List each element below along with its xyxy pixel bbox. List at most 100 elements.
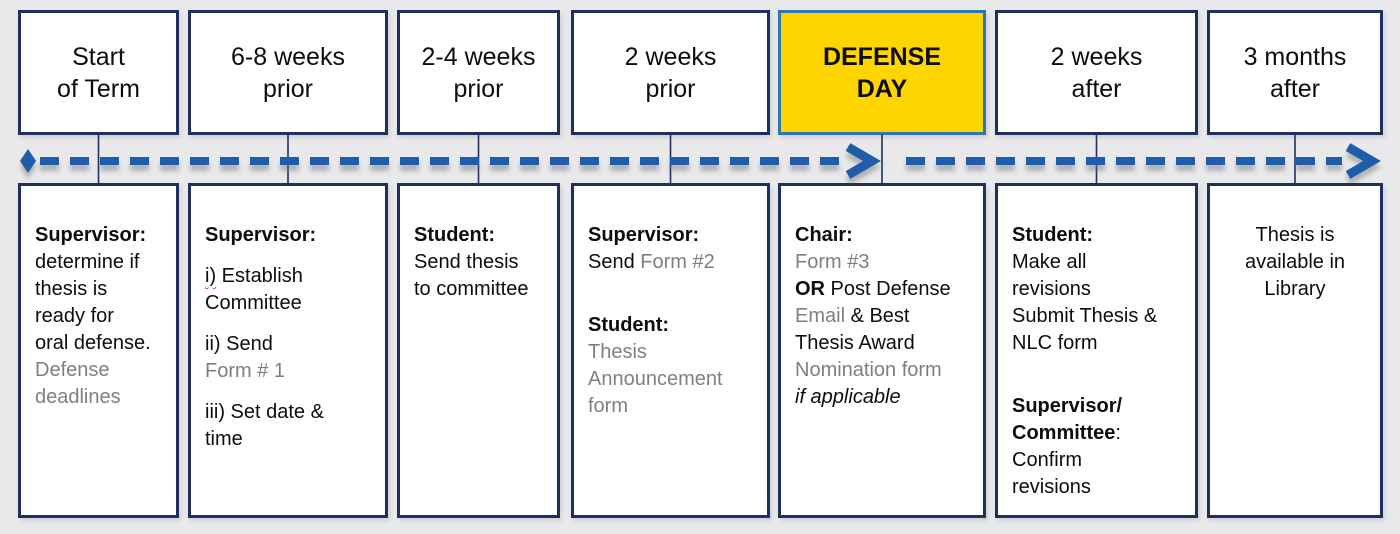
stage-header-label: prior <box>262 74 313 103</box>
text-run: ready for <box>35 305 114 327</box>
text-line: Student: <box>414 222 545 249</box>
text-line: revisions <box>1012 474 1183 501</box>
text-line: Supervisor: <box>35 222 164 249</box>
text-run: Establish <box>216 265 303 287</box>
text-run: i) <box>205 265 217 287</box>
timeline-arrow <box>20 143 1381 179</box>
stage-body-3-months-after: Thesis is available in Library <box>1207 183 1383 518</box>
text-run: Supervisor: <box>35 224 147 246</box>
text-run: Supervisor: <box>588 224 700 246</box>
text-run: Form #3 <box>795 251 870 273</box>
text-run: Committee <box>205 292 302 314</box>
text-run: Send thesis <box>414 251 519 273</box>
text-line: Submit Thesis & <box>1012 303 1183 330</box>
text-run: if applicable <box>795 386 901 408</box>
stage-header-6-8-weeks-prior: 6-8 weeks prior <box>188 10 388 135</box>
text-run: Make all <box>1012 251 1087 273</box>
text-run: revisions <box>1012 476 1091 498</box>
text-line: Form #3 <box>795 249 971 276</box>
stage-connectors <box>97 134 1296 186</box>
text-line: Email & Best <box>795 303 971 330</box>
text-run: oral defense. <box>35 332 151 354</box>
stage-header-label: Start <box>72 42 125 71</box>
text-run: Thesis is <box>1255 224 1335 246</box>
text-run: to committee <box>414 278 529 300</box>
text-run: deadlines <box>35 386 121 408</box>
text-run: Committee <box>1012 422 1116 444</box>
text-line: Thesis <box>588 339 755 366</box>
text-line: NLC form <box>1012 330 1183 357</box>
text-run: Form #2 <box>640 251 715 273</box>
text-line: time <box>205 426 373 453</box>
stage-header-label: of Term <box>57 74 140 103</box>
stage-header-2-weeks-after: 2 weeks after <box>995 10 1198 135</box>
text-line: if applicable <box>795 384 971 411</box>
text-line: i) Establish <box>205 263 373 290</box>
text-line: Make all <box>1012 249 1183 276</box>
stage-header-2-4-weeks-prior: 2-4 weeks prior <box>397 10 560 135</box>
stage-header-label: after <box>1071 74 1122 103</box>
text-block: Thesis is available in Library <box>1218 222 1372 303</box>
text-run: Thesis Award <box>795 332 915 354</box>
stage-header-label: 6-8 weeks <box>231 42 345 71</box>
text-line: Defense <box>35 357 164 384</box>
text-line: Form # 1 <box>205 358 373 385</box>
text-run: Post Defense <box>825 278 951 300</box>
stage-header-label: 2 weeks <box>624 42 717 71</box>
stage-header-label: 3 months <box>1243 42 1347 71</box>
text-line: Supervisor/ <box>1012 393 1183 420</box>
text-run: Supervisor/ <box>1012 395 1123 417</box>
text-line: ready for <box>35 303 164 330</box>
text-run: Defense <box>35 359 110 381</box>
text-run: ii) Send <box>205 333 273 355</box>
text-line: Supervisor: <box>588 222 755 249</box>
text-line: revisions <box>1012 276 1183 303</box>
text-line: oral defense. <box>35 330 164 357</box>
text-run: Submit Thesis & <box>1012 305 1158 327</box>
stage-header-label: 2-4 weeks <box>421 42 536 71</box>
text-line: available in <box>1218 249 1372 276</box>
chevron-right-icon <box>1345 143 1381 179</box>
text-run: form <box>588 395 628 417</box>
text-line: Student: <box>1012 222 1183 249</box>
text-line: OR Post Defense <box>795 276 971 303</box>
text-line: Nomination form <box>795 357 971 384</box>
stage-header-label: prior <box>453 74 504 103</box>
text-line: Library <box>1218 276 1372 303</box>
text-run: Student: <box>1012 224 1094 246</box>
text-line: Thesis is <box>1218 222 1372 249</box>
text-run: Thesis <box>588 341 647 363</box>
text-line: Send thesis <box>414 249 545 276</box>
text-line: ii) Send <box>205 331 373 358</box>
text-line: Chair: <box>795 222 971 249</box>
stage-header-label: after <box>1269 74 1321 103</box>
text-run: Nomination form <box>795 359 942 381</box>
text-run: thesis is <box>35 278 108 300</box>
text-run: : <box>1115 422 1121 444</box>
text-line: Announcement <box>588 366 755 393</box>
stage-header-label: DAY <box>856 74 908 103</box>
text-run: Form # 1 <box>205 360 286 382</box>
text-line: Thesis Award <box>795 330 971 357</box>
text-line: deadlines <box>35 384 164 411</box>
text-run: Email <box>795 305 846 327</box>
text-line: thesis is <box>35 276 164 303</box>
text-run: Announcement <box>588 368 723 390</box>
timeline-svg <box>20 134 1381 186</box>
chevron-right-icon <box>845 143 881 179</box>
text-line: Student: <box>588 312 755 339</box>
stage-header-label: 2 weeks <box>1050 42 1143 71</box>
text-run: iii) Set date & <box>205 401 324 423</box>
text-run: available in <box>1244 251 1346 273</box>
